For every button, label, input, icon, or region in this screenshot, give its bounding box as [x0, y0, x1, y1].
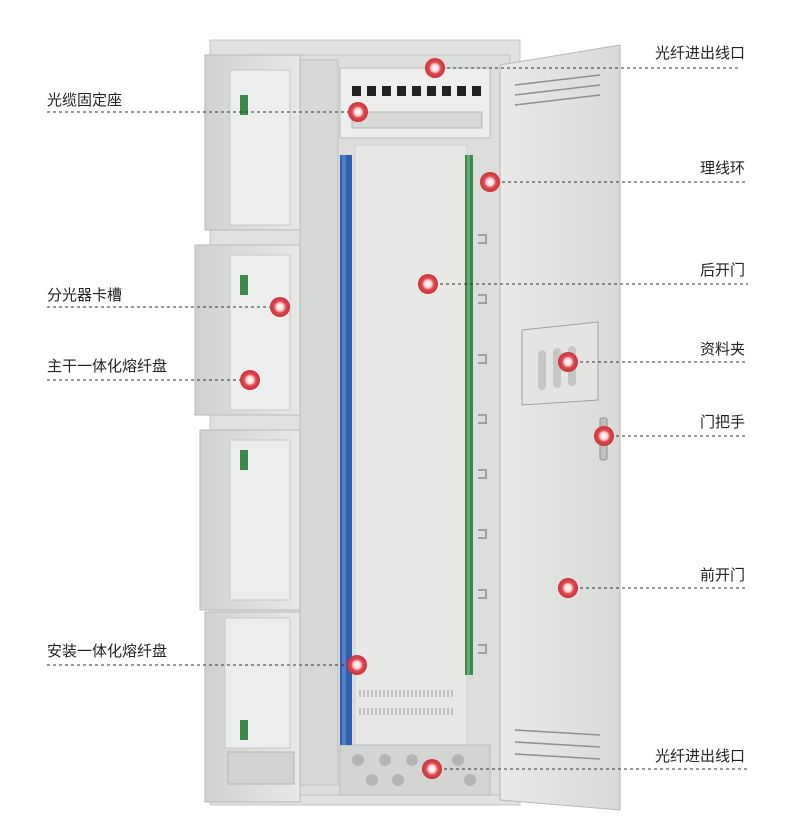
marker-install-splice-tray	[347, 655, 367, 675]
vent-slots	[359, 690, 453, 715]
marker-back-door	[418, 274, 438, 294]
label-trunk-splice-tray: 主干一体化熔纤盘	[47, 357, 168, 375]
marker-door-handle	[594, 426, 614, 446]
leader-lines	[47, 67, 748, 770]
door-vents-top	[514, 74, 601, 106]
green-adapter-strip	[465, 155, 473, 675]
marker-front-door	[558, 578, 578, 598]
marker-fiber-port-top	[425, 58, 445, 78]
label-document-holder: 资料夹	[699, 340, 745, 358]
floor-holes	[352, 754, 476, 786]
top-connectors	[351, 86, 483, 129]
label-splitter-slot: 分光器卡槽	[47, 286, 123, 304]
marker-splitter-slot	[270, 297, 290, 317]
blue-adapter-strip	[340, 155, 352, 745]
marker-cable-fixing-seat	[348, 102, 368, 122]
marker-cable-ring	[480, 172, 500, 192]
marker-fiber-port-bottom	[422, 759, 442, 779]
marker-document-holder	[558, 352, 578, 372]
label-door-handle: 门把手	[699, 413, 745, 431]
label-front-door: 前开门	[699, 566, 745, 584]
label-cable-ring: 理线环	[699, 159, 745, 177]
marker-dots	[240, 58, 614, 779]
cable-rings	[478, 234, 487, 654]
left-compartments	[194, 54, 301, 803]
label-fiber-port-top: 光纤进出线口	[654, 44, 745, 62]
marker-trunk-splice-tray	[240, 370, 260, 390]
label-fiber-port-bottom: 光纤进出线口	[654, 747, 745, 765]
label-install-splice-tray: 安装一体化熔纤盘	[47, 642, 168, 660]
label-cable-fixing-seat: 光缆固定座	[47, 91, 123, 109]
label-back-door: 后开门	[699, 261, 745, 279]
door-vents-bottom	[514, 729, 601, 760]
